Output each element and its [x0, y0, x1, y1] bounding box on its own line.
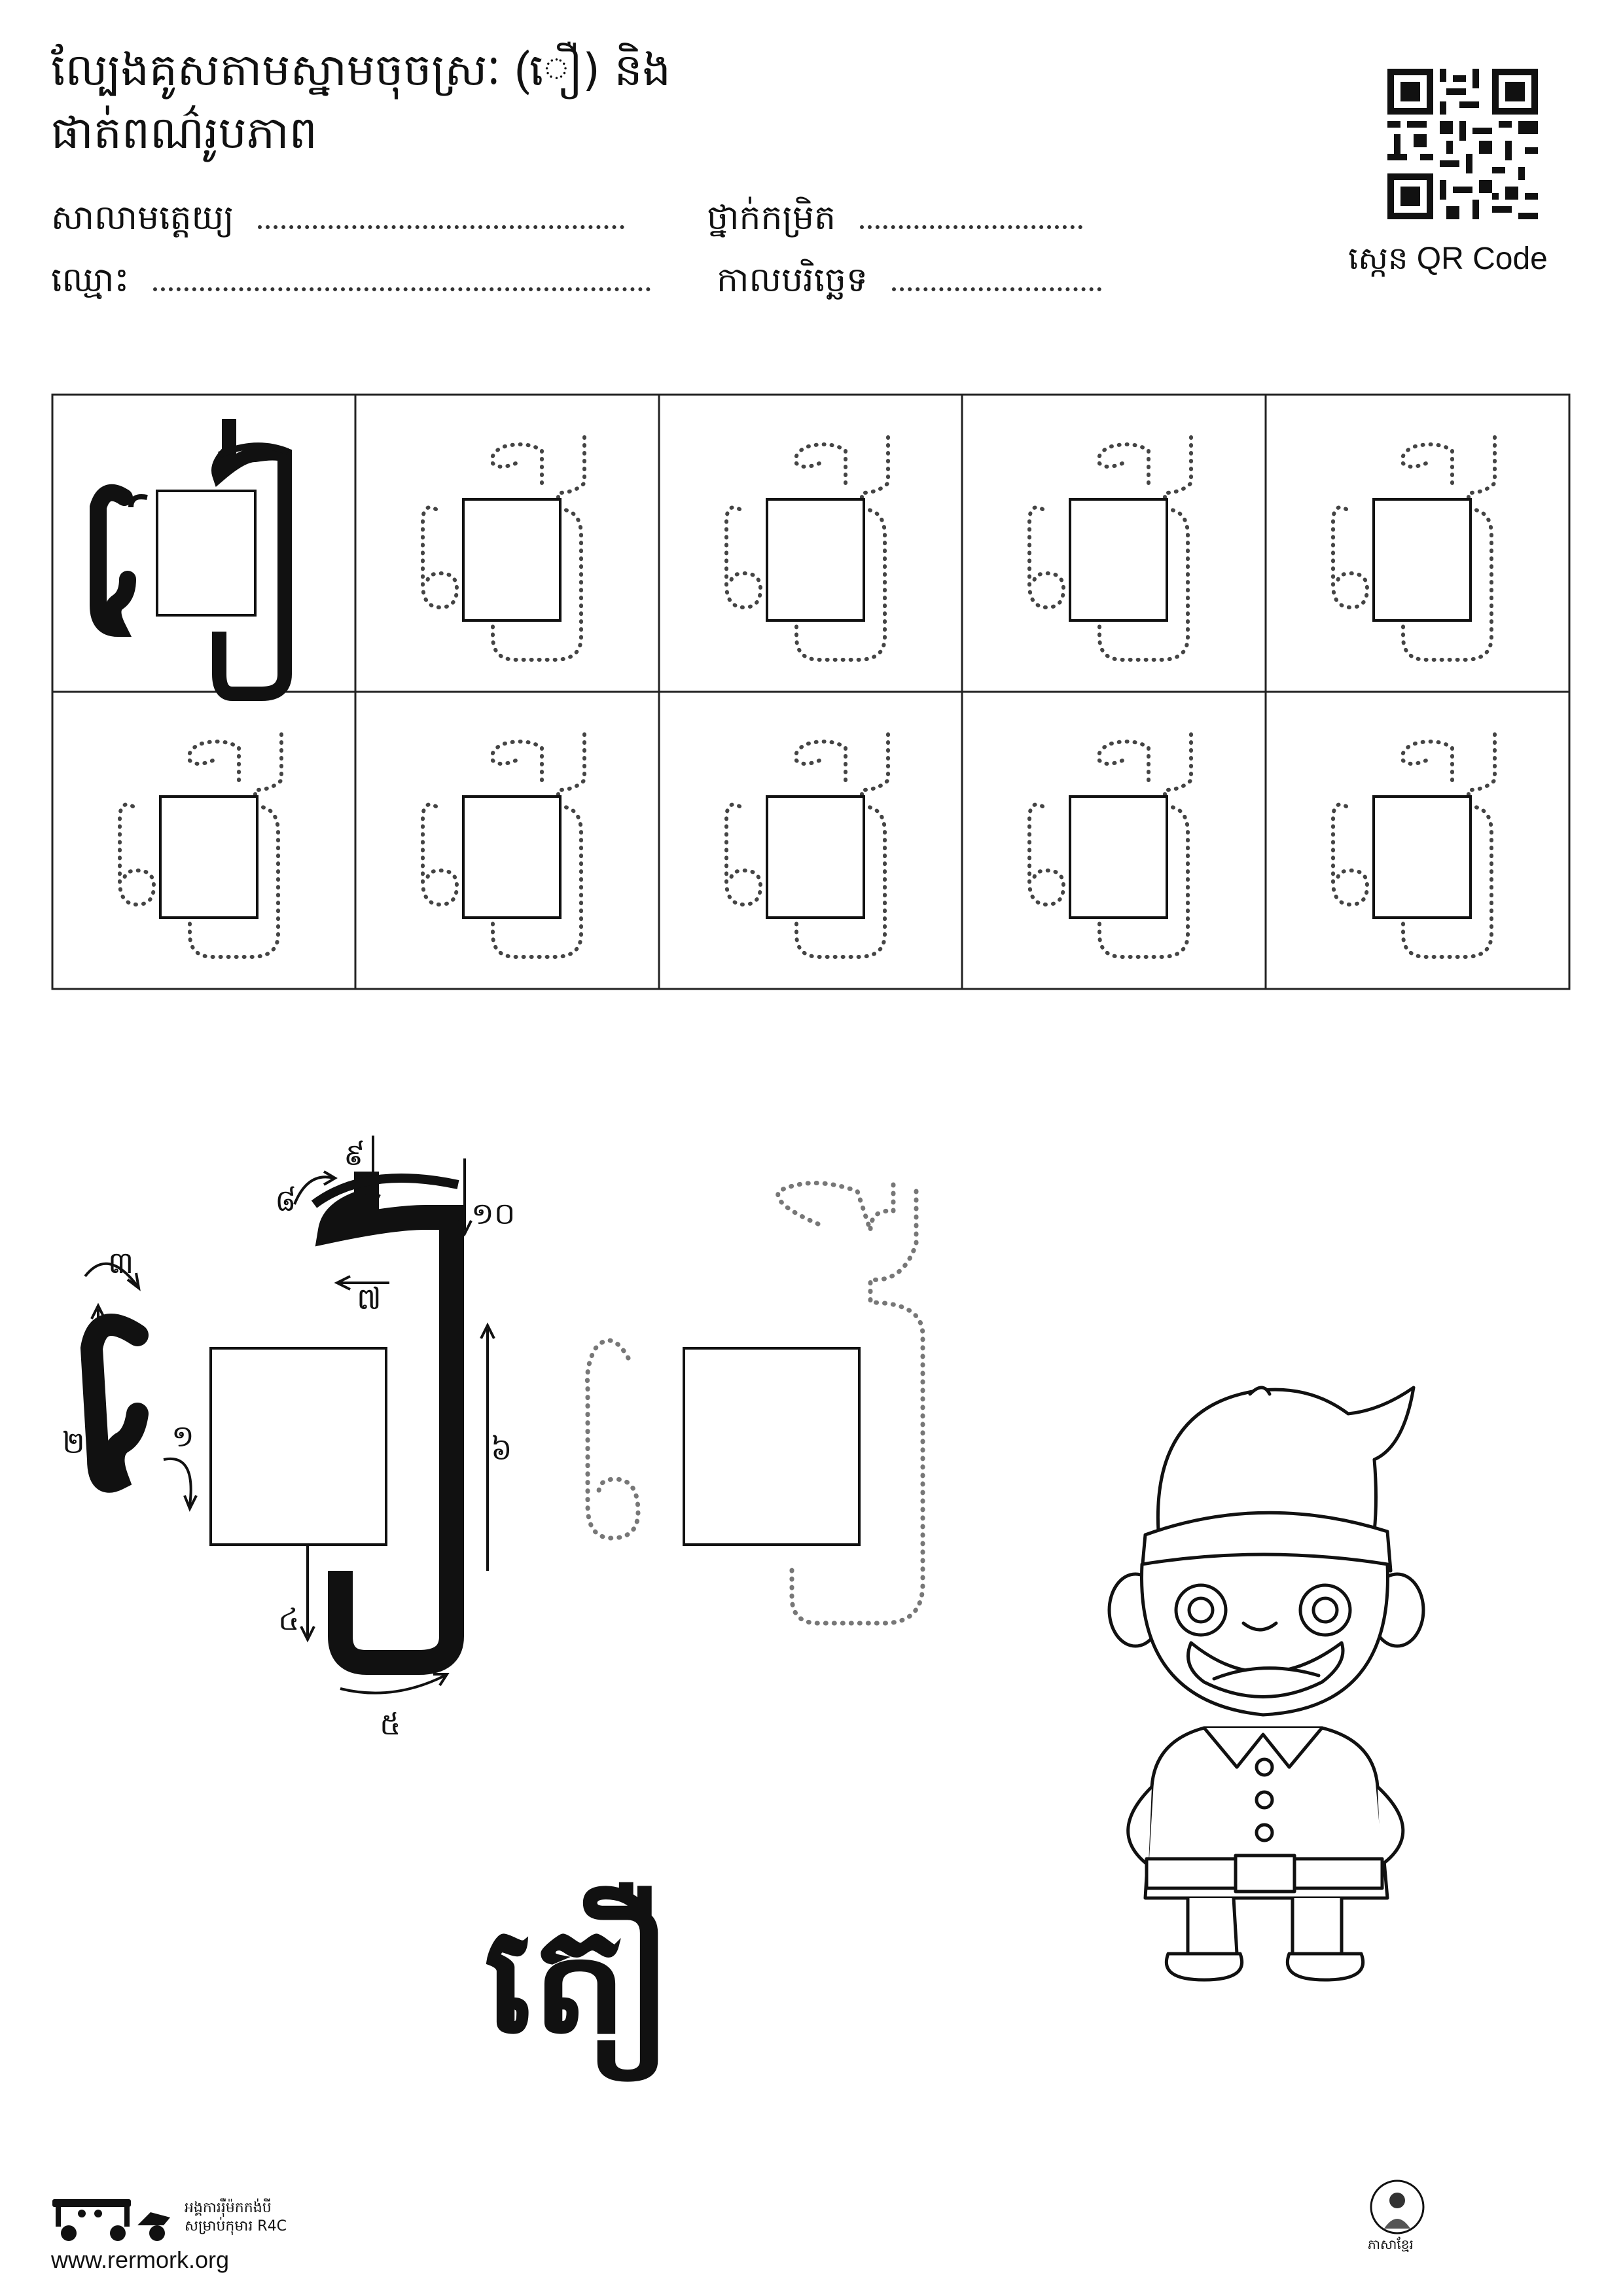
org-line-1: អង្គការរ៉ឺម៉កកង់បី	[185, 2200, 272, 2216]
website-link[interactable]: www.rermork.org	[51, 2246, 230, 2273]
tuktuk-logo	[52, 2199, 170, 2241]
consonant-placeholder-box	[766, 795, 865, 919]
consonant-placeholder-box	[1372, 795, 1472, 919]
grade-input-line[interactable]	[859, 219, 1082, 229]
school-input-line[interactable]	[258, 219, 625, 229]
qr-code	[1387, 69, 1538, 219]
school-field: សាលាមត្តេយ្យ	[51, 196, 625, 246]
consonant-placeholder-box	[1372, 498, 1472, 622]
grade-label: ថ្នាក់កម្រិត	[707, 198, 836, 238]
consonant-placeholder-box	[159, 795, 259, 919]
stroke-guide-dotted-glyph	[585, 1181, 925, 1626]
stroke-guide-glyph	[80, 1172, 464, 1675]
cartoon-boy-coloring-image[interactable]	[1073, 1335, 1479, 1983]
stroke-step-7: ៧	[357, 1281, 382, 1316]
stroke-order-guide: ១ ២ ៣ ៤ ៥ ៦ ៧ ៨ ៩ ១០	[62, 1136, 925, 1742]
tracing-cell-r2-c3[interactable]	[726, 734, 888, 957]
worksheet-title: ល្បែងគូសតាមស្នាមចុចស្រៈ (ឿ) និង ផាត់ពណ៌រ…	[51, 39, 671, 165]
consonant-placeholder-box	[766, 498, 865, 622]
name-label: ឈ្មោះ	[51, 260, 130, 300]
consonant-placeholder-box	[1069, 795, 1168, 919]
org-line-2: សម្រាប់កុមារ R4C	[185, 2218, 287, 2234]
stroke-step-1: ១	[171, 1418, 194, 1454]
tracing-grid	[51, 393, 1571, 990]
tracing-cell-r1-c4[interactable]	[1029, 437, 1191, 660]
stroke-step-9: ៩	[344, 1137, 365, 1172]
grade-field: ថ្នាក់កម្រិត	[707, 196, 1082, 246]
org-name: អង្គការរ៉ឺម៉កកង់បី សម្រាប់កុមារ R4C	[185, 2199, 287, 2236]
name-field: ឈ្មោះ	[51, 259, 651, 308]
tracing-cell-r2-c5[interactable]	[1333, 734, 1495, 957]
name-input-line[interactable]	[152, 281, 651, 291]
tracing-cell-r1-c5[interactable]	[1333, 437, 1495, 660]
tracing-cell-r2-c2[interactable]	[423, 734, 584, 957]
tracing-cell-r2-c1[interactable]	[120, 734, 281, 957]
example-word: តឿ	[484, 1893, 673, 2068]
date-field: កាលបរិច្ឆេទ	[717, 259, 1101, 308]
stroke-step-8: ៨	[275, 1183, 296, 1218]
grid-lines	[51, 393, 1571, 990]
qr-caption: ស្កេន QR Code	[1348, 242, 1548, 276]
consonant-placeholder-box	[1069, 498, 1168, 622]
stroke-step-4: ៤	[278, 1602, 300, 1637]
title-line-1: ល្បែងគូសតាមស្នាមចុចស្រៈ (ឿ) និង	[51, 45, 671, 96]
title-line-2: ផាត់ពណ៌រូបភាព	[51, 107, 317, 159]
date-input-line[interactable]	[891, 281, 1101, 291]
stroke-step-5: ៥	[380, 1706, 401, 1742]
stroke-step-2: ២	[62, 1425, 85, 1460]
stroke-guide-dotted-box	[683, 1347, 861, 1546]
stroke-step-10: ១០	[471, 1196, 515, 1231]
date-label: កាលបរិច្ឆេទ	[717, 260, 868, 300]
stroke-step-6: ៦	[491, 1431, 512, 1467]
tracing-cell-r1-c3[interactable]	[726, 437, 888, 660]
consonant-placeholder-box	[462, 498, 562, 622]
stroke-step-3: ៣	[108, 1245, 134, 1280]
consonant-placeholder-box	[462, 795, 562, 919]
stroke-arrows	[84, 1136, 495, 1695]
tracing-cell-r2-c4[interactable]	[1029, 734, 1191, 957]
khmer-language-logo	[1370, 2179, 1425, 2234]
logo-caption: ភាសាខ្មែរ	[1368, 2236, 1414, 2252]
school-label: សាលាមត្តេយ្យ	[51, 198, 234, 238]
grid-cell-model-glyph	[90, 419, 292, 701]
tracing-cell-r1-c2[interactable]	[423, 437, 584, 660]
